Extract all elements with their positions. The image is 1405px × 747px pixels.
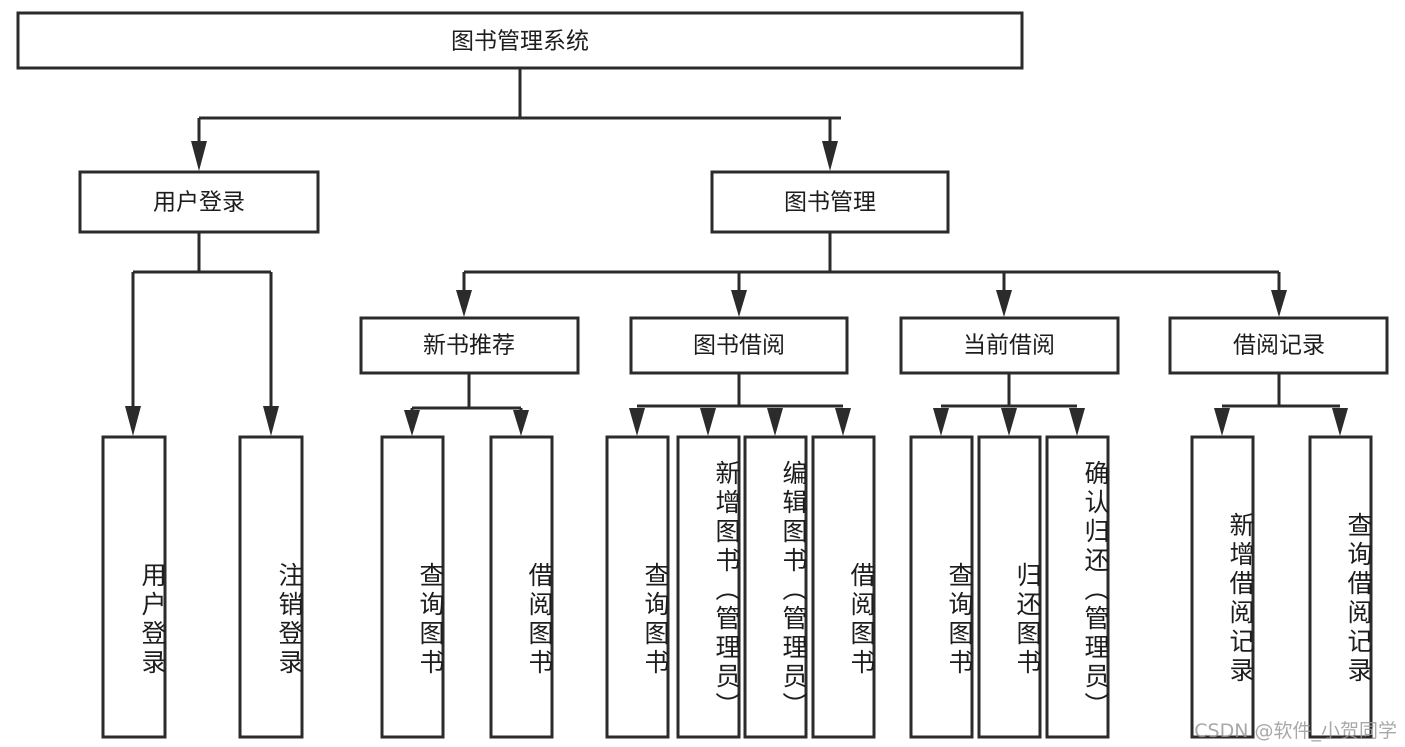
arrowhead-nb-leaf-2 xyxy=(513,410,529,436)
node-root-box[interactable] xyxy=(16,11,1024,70)
node-new-book-recommend-box[interactable] xyxy=(359,316,580,375)
arrowhead-cb-leaf-3 xyxy=(1069,408,1085,436)
arrowhead-book-manage xyxy=(822,141,838,171)
arrowhead-bb-leaf-3 xyxy=(767,408,783,436)
node-borrow-records-box[interactable] xyxy=(1168,316,1389,375)
arrowhead-bb-leaf-4 xyxy=(835,408,851,436)
leaf-boxes-new-book xyxy=(380,435,554,739)
arrowhead-bb-leaf-1 xyxy=(629,408,645,436)
node-user-login-box[interactable] xyxy=(78,170,320,234)
leaf-box-user-login-2[interactable] xyxy=(238,435,304,739)
node-book-borrow-label: 图书借阅 xyxy=(693,333,785,359)
leaf-boxes-user-login xyxy=(101,435,304,739)
leaf-box-new-book-2[interactable] xyxy=(489,435,554,739)
connectors-borrow-record-to-leaves xyxy=(1214,373,1348,436)
node-current-borrow-box[interactable] xyxy=(899,316,1120,375)
arrowhead-cb-leaf-2 xyxy=(1001,408,1017,436)
node-root-label: 图书管理系统 xyxy=(451,29,589,55)
arrowhead-leaf-logout xyxy=(263,406,279,436)
node-new-book-recommend-label: 新书推荐 xyxy=(423,333,515,359)
arrowhead-user-login xyxy=(191,141,207,171)
leaf-box-current-borrow-2[interactable] xyxy=(977,435,1042,739)
leaf-box-book-borrow-3[interactable] xyxy=(743,435,808,739)
connectors-book-manage-to-level3 xyxy=(456,232,1287,317)
node-borrow-records-label: 借阅记录 xyxy=(1233,333,1325,359)
node-new-book-recommend[interactable]: 新书推荐 xyxy=(359,316,580,375)
leaf-boxes-current-borrow xyxy=(909,435,1110,739)
connectors-book-borrow-to-leaves xyxy=(629,373,851,436)
node-book-borrow-box[interactable] xyxy=(629,316,849,375)
node-root[interactable]: 图书管理系统 xyxy=(16,11,1024,70)
csdn-watermark: CSDN @软件_小贺同学 xyxy=(1194,720,1397,742)
node-book-manage-box[interactable] xyxy=(710,170,950,234)
arrowhead-br-leaf-1 xyxy=(1214,408,1230,436)
arrowhead-cb-leaf-1 xyxy=(933,408,949,436)
arrowhead-bb-leaf-2 xyxy=(700,408,716,436)
node-current-borrow[interactable]: 当前借阅 xyxy=(899,316,1120,375)
connectors-root-to-level2 xyxy=(191,68,841,171)
leaf-box-user-login-1[interactable] xyxy=(101,435,167,739)
node-user-login-label: 用户登录 xyxy=(153,190,245,216)
leaf-box-book-borrow-4[interactable] xyxy=(811,435,876,739)
arrowhead-current-borrow xyxy=(996,290,1012,317)
leaf-boxes-book-borrow xyxy=(605,435,876,739)
node-user-login[interactable]: 用户登录 xyxy=(78,170,320,234)
connectors-current-borrow-to-leaves xyxy=(933,373,1085,436)
arrowhead-br-leaf-2 xyxy=(1332,408,1348,436)
leaf-box-book-borrow-1[interactable] xyxy=(605,435,670,739)
node-book-manage[interactable]: 图书管理 xyxy=(710,170,950,234)
arrowhead-book-borrow xyxy=(731,290,747,317)
leaf-box-borrow-records-1[interactable] xyxy=(1190,435,1255,739)
arrowhead-new-book xyxy=(456,290,472,317)
node-book-borrow[interactable]: 图书借阅 xyxy=(629,316,849,375)
node-borrow-records[interactable]: 借阅记录 xyxy=(1168,316,1389,375)
node-current-borrow-label: 当前借阅 xyxy=(963,333,1055,359)
arrowhead-leaf-user-login xyxy=(125,406,141,436)
node-book-manage-label: 图书管理 xyxy=(784,190,876,216)
arrowhead-borrow-record xyxy=(1271,290,1287,317)
leaf-box-current-borrow-3[interactable] xyxy=(1045,435,1110,739)
leaf-box-current-borrow-1[interactable] xyxy=(909,435,974,739)
connectors-new-book-to-leaves xyxy=(404,373,529,436)
arrowhead-nb-leaf-1 xyxy=(404,410,420,436)
leaf-box-book-borrow-2[interactable] xyxy=(676,435,741,739)
leaf-box-borrow-records-2[interactable] xyxy=(1308,435,1373,739)
leaf-boxes-borrow-records xyxy=(1190,435,1373,739)
connectors-user-login-to-leaves xyxy=(125,232,279,436)
leaf-box-new-book-1[interactable] xyxy=(380,435,445,739)
